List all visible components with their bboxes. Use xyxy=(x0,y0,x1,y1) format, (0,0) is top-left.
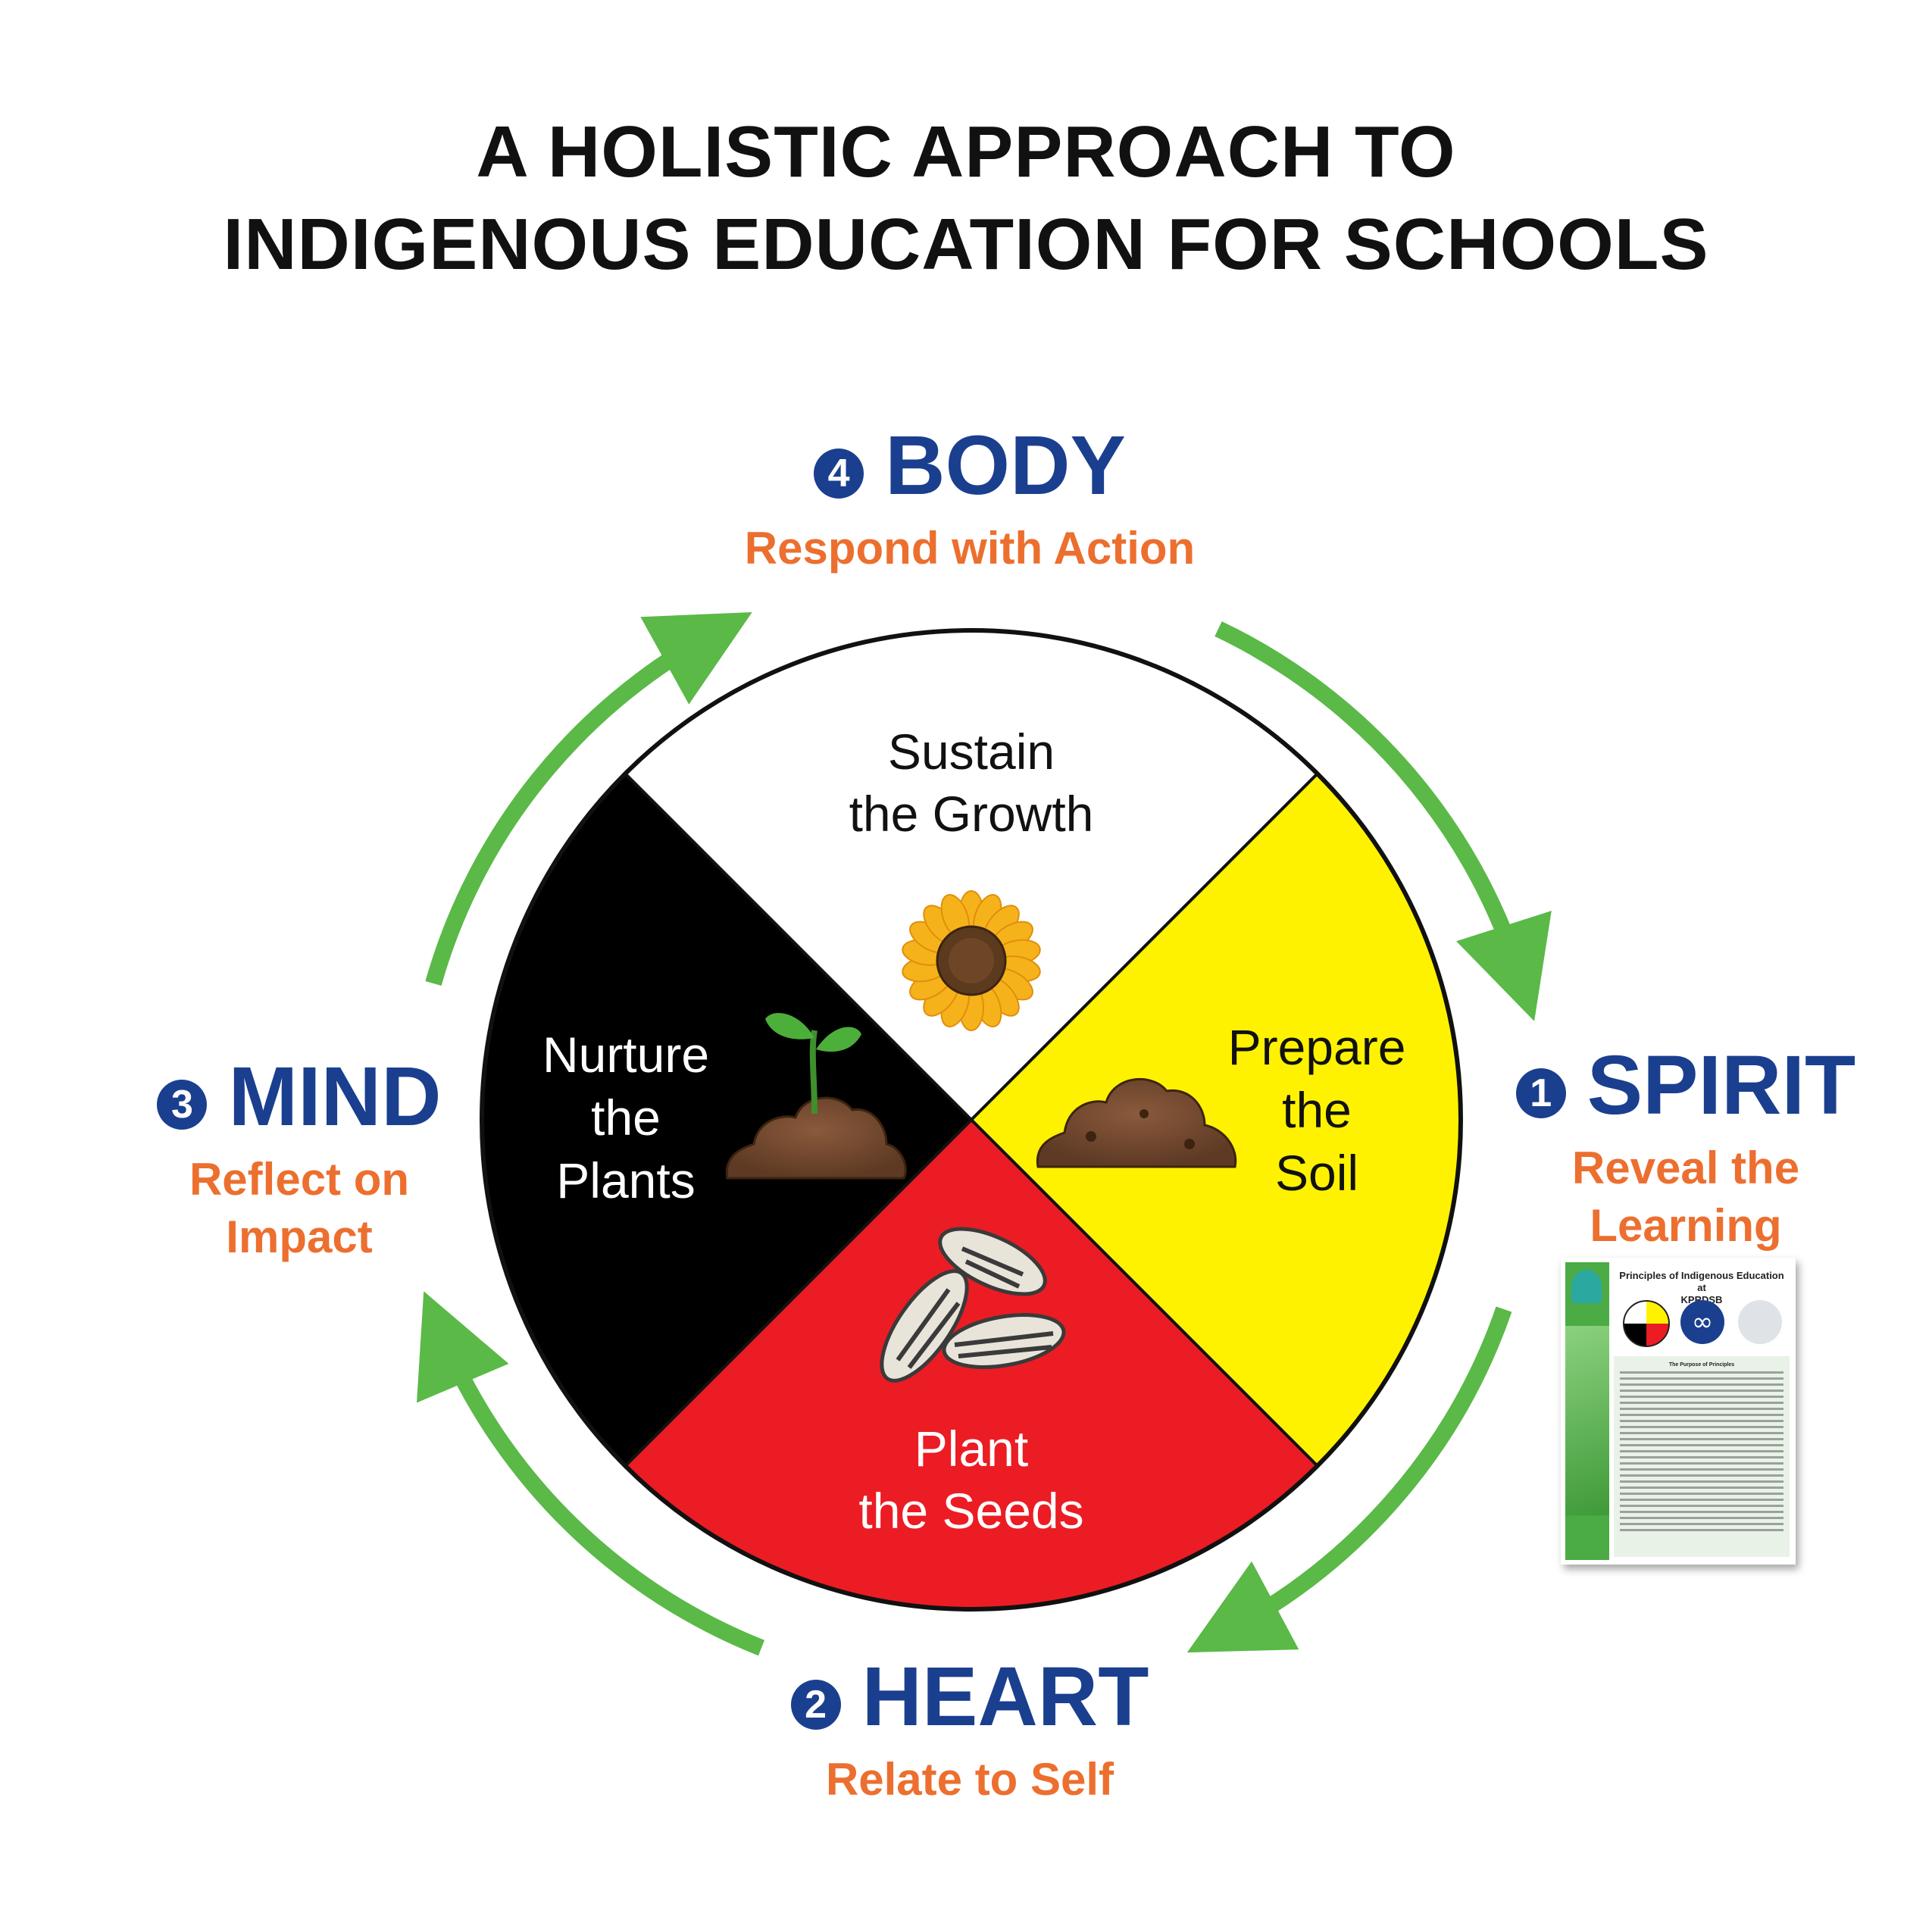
top-label-line1: Sustain xyxy=(888,724,1055,780)
arrow-heart-to-mind xyxy=(417,1291,765,1656)
left-label-line2: the xyxy=(591,1089,661,1146)
soil-mound-icon xyxy=(1036,1078,1237,1168)
sunflower-icon xyxy=(902,890,1041,1031)
seedling-icon xyxy=(725,1013,907,1180)
title-line-1: A HOLISTIC APPROACH TO xyxy=(476,111,1456,192)
turtle-medicine-wheel-icon xyxy=(1623,1300,1670,1347)
soil-sprout-icon xyxy=(1738,1300,1782,1344)
left-label-line1: Nurture xyxy=(542,1027,709,1083)
spirit-subtitle-line1: Reveal the xyxy=(1571,1143,1800,1193)
arrow-spirit-to-heart xyxy=(1186,1306,1512,1653)
heart-number-badge: 2 xyxy=(790,1680,841,1730)
document-heading: The Purpose of Principles xyxy=(1668,1362,1735,1368)
page-title: A HOLISTIC APPROACH TO INDIGENOUS EDUCAT… xyxy=(0,106,1932,291)
heart-stage-subtitle: Relate to Self xyxy=(825,1754,1114,1805)
spirit-number-badge: 1 xyxy=(1515,1068,1566,1118)
wheel xyxy=(480,628,1463,1612)
body-stage-name: BODY xyxy=(885,419,1126,512)
bottom-label-line2: the Seeds xyxy=(858,1483,1083,1539)
body-number-badge: 4 xyxy=(814,449,864,499)
mind-stage-name: MIND xyxy=(228,1050,442,1143)
right-label-line1: Prepare xyxy=(1228,1019,1406,1075)
mind-number-badge: 3 xyxy=(157,1080,208,1130)
board-logo-icon xyxy=(1571,1270,1602,1303)
arrow-body-to-spirit xyxy=(1215,621,1552,1021)
document-title-line1: Principles of Indigenous Education at xyxy=(1619,1270,1784,1293)
mind-subtitle-line1: Reflect on xyxy=(189,1154,410,1205)
spirit-subtitle-line2: Learning xyxy=(1590,1200,1782,1251)
sunflower-seeds-icon xyxy=(880,1227,1066,1383)
left-label-line3: Plants xyxy=(556,1152,695,1208)
heart-stage-name: HEART xyxy=(861,1650,1149,1743)
leaf-graphic xyxy=(1565,1326,1609,1515)
spirit-stage-name: SPIRIT xyxy=(1587,1039,1856,1132)
principles-document-thumbnail: Principles of Indigenous Education at KP… xyxy=(1561,1258,1796,1565)
infinity-icon: ∞ xyxy=(1680,1300,1724,1344)
title-line-2: INDIGENOUS EDUCATION FOR SCHOOLS xyxy=(223,204,1709,285)
body-stage-subtitle: Respond with Action xyxy=(744,523,1196,574)
wheel-outline xyxy=(480,628,1463,1612)
mind-subtitle-line2: Impact xyxy=(226,1211,373,1262)
bottom-label-line1: Plant xyxy=(914,1421,1028,1477)
right-label-line2: the xyxy=(1282,1082,1352,1138)
arrow-mind-to-body xyxy=(425,611,752,986)
top-label-line2: the Growth xyxy=(849,786,1094,842)
document-body: The Purpose of Principles xyxy=(1614,1356,1790,1557)
right-label-line3: Soil xyxy=(1275,1145,1358,1201)
